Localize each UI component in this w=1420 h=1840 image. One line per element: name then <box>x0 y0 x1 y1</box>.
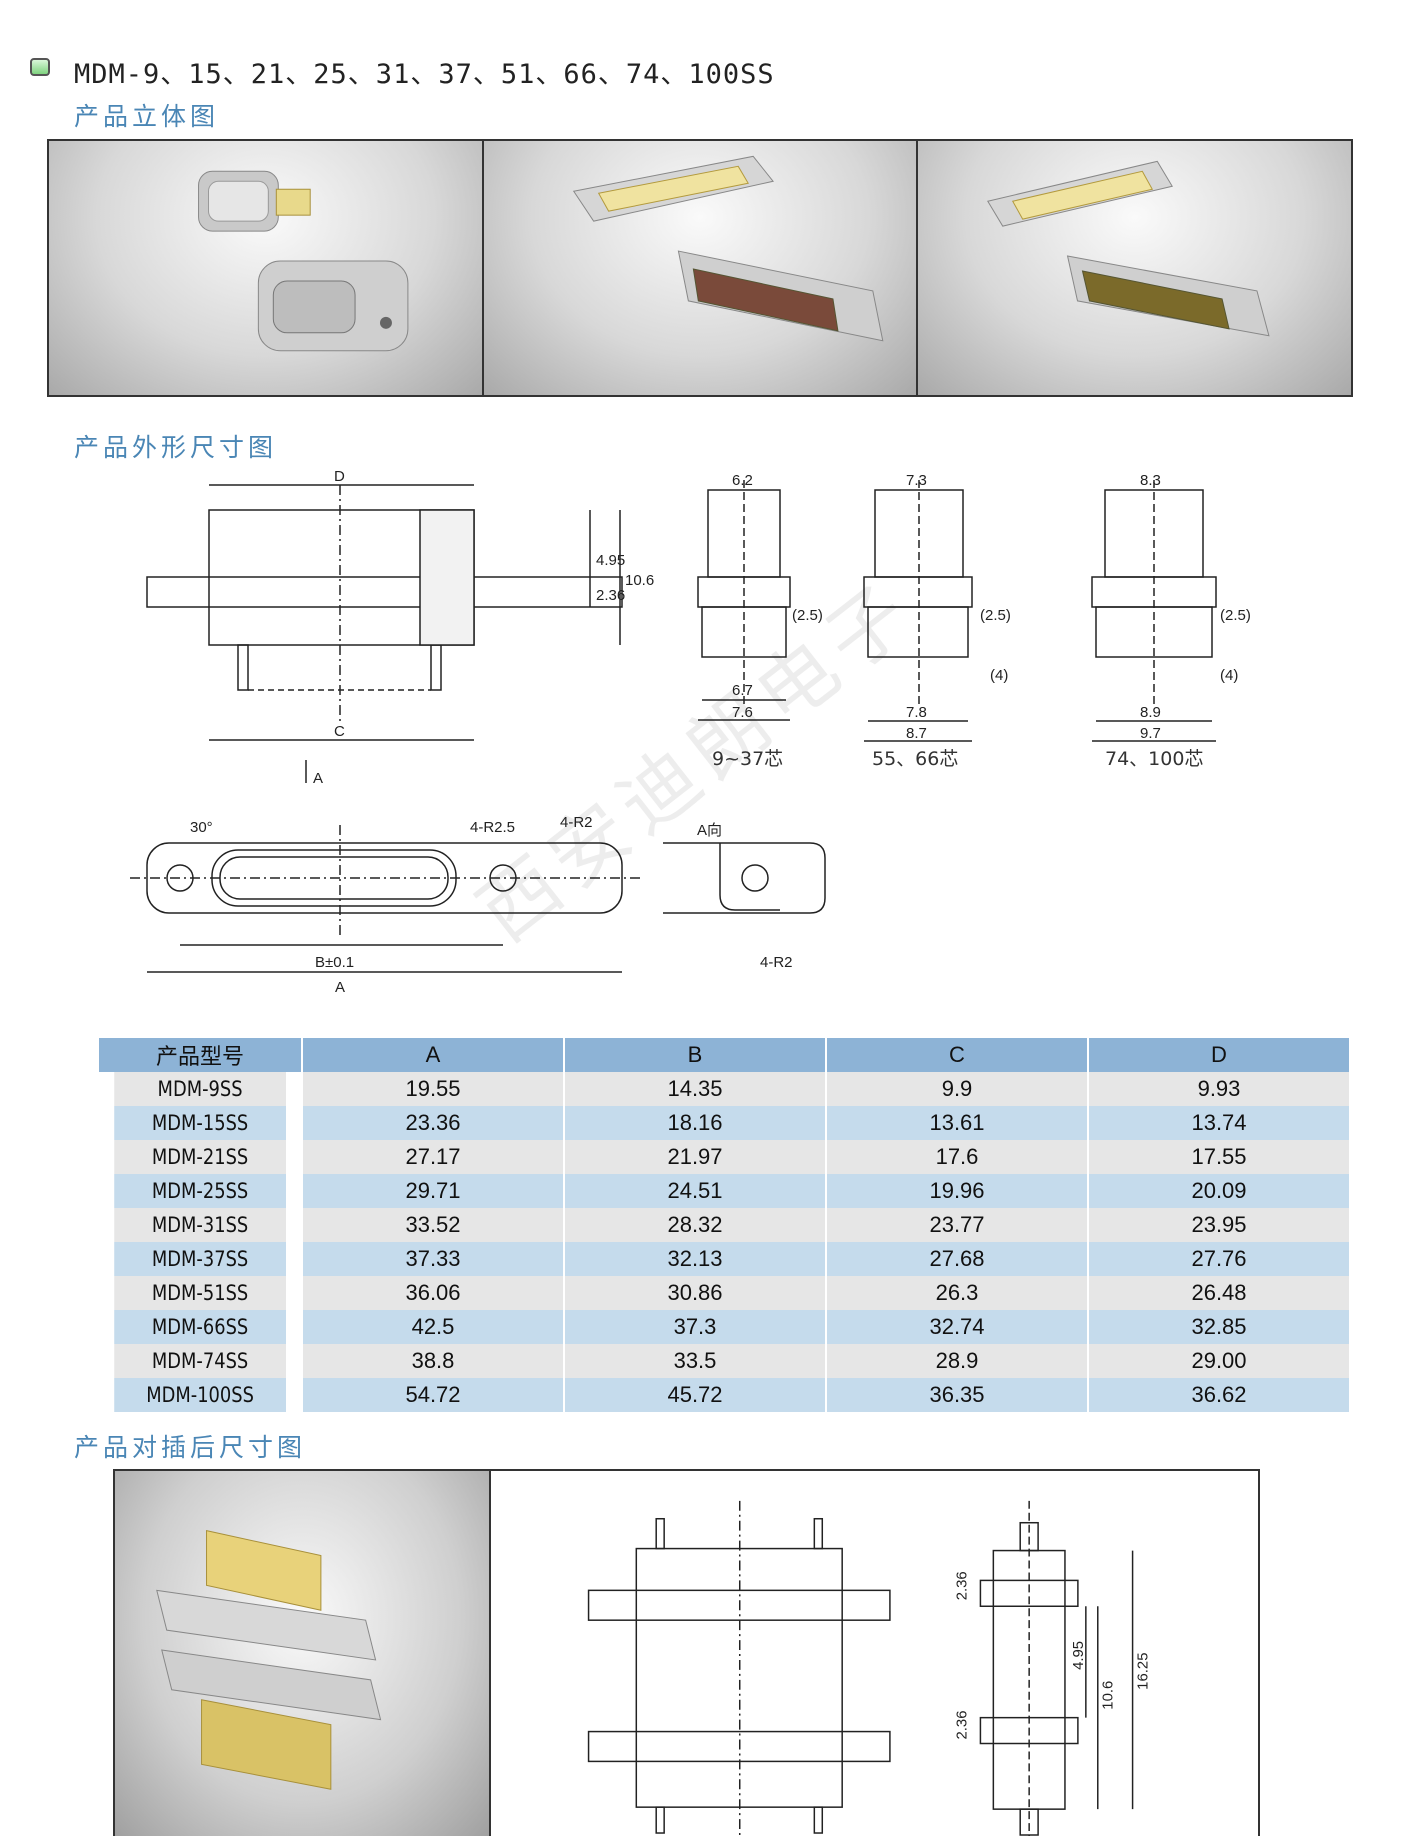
product-photo-small-connector <box>49 141 484 395</box>
product-photo-row <box>47 139 1353 397</box>
svg-text:C: C <box>334 723 345 740</box>
svg-text:9.7: 9.7 <box>1140 725 1161 742</box>
svg-text:4-R2: 4-R2 <box>760 954 793 971</box>
svg-text:D: D <box>334 468 345 485</box>
svg-text:74、100芯: 74、100芯 <box>1105 748 1203 770</box>
svg-text:(4): (4) <box>990 667 1008 684</box>
header-model: 产品型号 <box>99 1038 303 1072</box>
svg-text:10.6: 10.6 <box>625 572 654 589</box>
svg-text:6.7: 6.7 <box>732 682 753 699</box>
section-title-mated: 产品对插后尺寸图 <box>74 1433 307 1462</box>
mated-drawing: 2.36 4.95 10.6 16.25 2.36 <box>491 1471 1258 1836</box>
svg-text:4-R2.5: 4-R2.5 <box>470 819 515 836</box>
mated-connector-photo <box>115 1471 491 1836</box>
svg-text:8.3: 8.3 <box>1140 472 1161 489</box>
mated-dimension-panel: 2.36 4.95 10.6 16.25 2.36 <box>113 1469 1260 1836</box>
svg-text:55、66芯: 55、66芯 <box>872 748 958 770</box>
header-c: C <box>826 1038 1089 1072</box>
svg-text:(2.5): (2.5) <box>980 607 1011 624</box>
svg-text:A: A <box>335 979 345 996</box>
header-b: B <box>564 1038 827 1072</box>
svg-text:10.6: 10.6 <box>1101 1681 1117 1710</box>
svg-text:2.36: 2.36 <box>954 1711 970 1740</box>
page-title: MDM-9、15、21、25、31、37、51、66、74、100SS <box>74 59 775 90</box>
svg-text:A向: A向 <box>697 822 722 839</box>
svg-text:B±0.1: B±0.1 <box>315 954 354 971</box>
svg-text:9~37芯: 9~37芯 <box>712 748 783 770</box>
header-a: A <box>302 1038 565 1072</box>
svg-text:2.36: 2.36 <box>596 587 625 604</box>
product-photo-large-connector <box>918 141 1352 395</box>
product-photo-medium-connector <box>483 141 919 395</box>
svg-text:(2.5): (2.5) <box>792 607 823 624</box>
svg-text:8.9: 8.9 <box>1140 704 1161 721</box>
svg-text:16.25: 16.25 <box>1136 1652 1152 1689</box>
header-bullet-icon <box>30 58 50 76</box>
svg-text:4.95: 4.95 <box>1071 1641 1087 1670</box>
svg-text:(2.5): (2.5) <box>1220 607 1251 624</box>
svg-text:30°: 30° <box>190 819 213 836</box>
svg-text:(4): (4) <box>1220 667 1238 684</box>
svg-text:7.6: 7.6 <box>732 704 753 721</box>
svg-text:7.8: 7.8 <box>906 704 927 721</box>
table-header-row: 产品型号 A B C D <box>99 1038 1351 1072</box>
svg-text:6.2: 6.2 <box>732 472 753 489</box>
svg-text:2.36: 2.36 <box>954 1571 970 1600</box>
svg-text:7.3: 7.3 <box>906 472 927 489</box>
svg-text:8.7: 8.7 <box>906 725 927 742</box>
svg-text:4-R2: 4-R2 <box>560 814 593 831</box>
section-title-outline: 产品外形尺寸图 <box>74 433 278 462</box>
mated-dimension-drawing: 2.36 4.95 10.6 16.25 2.36 <box>587 1500 1152 1836</box>
section-title-photos: 产品立体图 <box>74 102 220 131</box>
svg-text:A: A <box>313 770 323 787</box>
outline-dimension-drawing: D C A 4.95 2.36 10.6 30° 4-R2.5 4-R2 4-R… <box>130 468 1251 996</box>
header-d: D <box>1088 1038 1351 1072</box>
svg-text:4.95: 4.95 <box>596 552 625 569</box>
